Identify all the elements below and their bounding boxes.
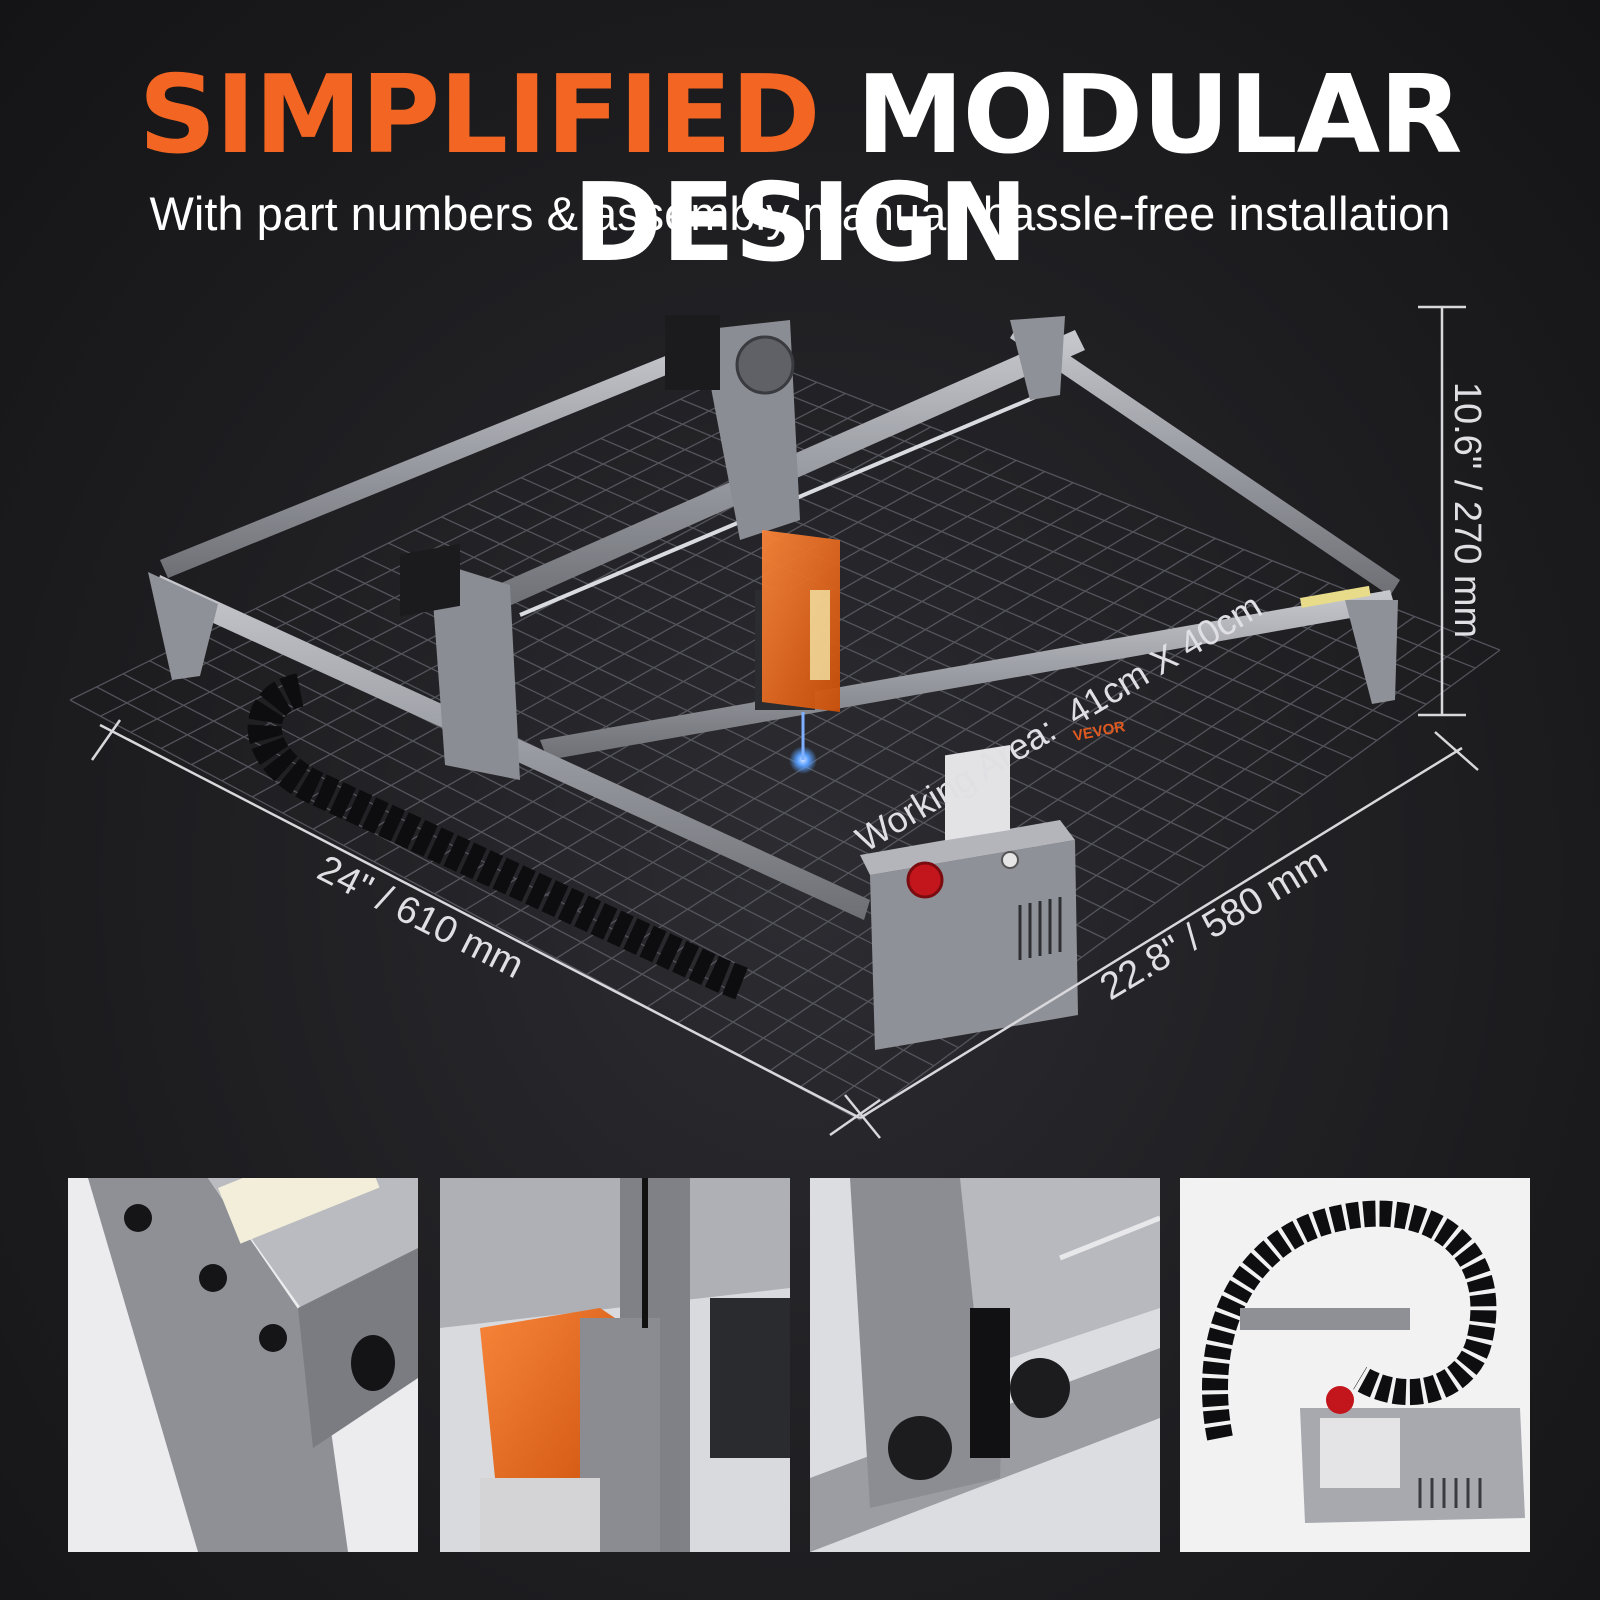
frame-corner-illustration [68,1178,418,1552]
screw-icon [199,1264,227,1292]
width-cap-right [829,1098,881,1137]
rail-front [540,590,1396,760]
control-box-top [860,820,1075,875]
thumb-frame-corner [68,1178,418,1552]
page-title: SIMPLIFIED MODULAR DESIGN [0,62,1600,278]
screw-icon [124,1204,152,1232]
screw-icon [259,1324,287,1352]
emergency-stop-icon [1326,1386,1354,1414]
depth-line [859,746,1463,1120]
width-line [99,723,861,1120]
grid-line [495,515,1159,927]
drag-chain [247,673,752,1001]
working-area-label: Working Area: 41cm X 40cm [848,585,1268,860]
vent-slots [1018,897,1062,960]
title-highlight: SIMPLIFIED [138,53,821,178]
height-label: 10.6" / 270 mm [1446,382,1488,638]
leg-back [1010,316,1065,400]
grid-line [555,537,1216,960]
engraver-illustration: 10.6" / 270 mm 24" / 610 mm 22.8" / 580 … [69,305,1501,1139]
width-cap-left [90,719,122,761]
laser-label [810,590,830,680]
fan-icon [735,335,795,395]
leg-right [1345,600,1398,704]
x-stepper-motor [665,315,720,390]
depth-label: 22.8" / 580 mm [1093,841,1334,1009]
spec-plate [945,745,1010,841]
control-box-illustration [1180,1178,1530,1552]
rail-back [1010,322,1400,596]
laser-module-illustration [440,1178,790,1552]
dimension-lines [90,305,1479,1139]
page-subtitle: With part numbers & assembly manual, has… [149,187,1451,240]
control-box [870,840,1078,1050]
rail-warning-sticker [1299,585,1371,608]
grid-line [859,649,1501,1121]
thumb-belt-pulley [810,1178,1160,1552]
power-button [1001,851,1019,869]
y-stepper-motor [400,543,460,617]
grid-line [525,526,1188,943]
belt-pulley-illustration [810,1178,1160,1552]
grid-line [707,593,1359,1040]
depth-cap-right [1434,731,1479,771]
title-rest: MODULAR DESIGN [572,53,1463,286]
y-motor-plate [430,560,520,780]
thumb-laser-module [440,1178,790,1552]
rail-left [160,340,713,578]
thumb-control-box [1180,1178,1530,1552]
engraver-frame [148,315,1400,1050]
pulley-icon [1010,1358,1070,1418]
depth-cap-left [844,1094,881,1139]
emergency-stop-button [906,861,944,899]
grid-line [586,549,1245,976]
grid-line [706,385,1452,687]
pulley-icon [888,1416,952,1480]
leg-left [148,572,218,680]
